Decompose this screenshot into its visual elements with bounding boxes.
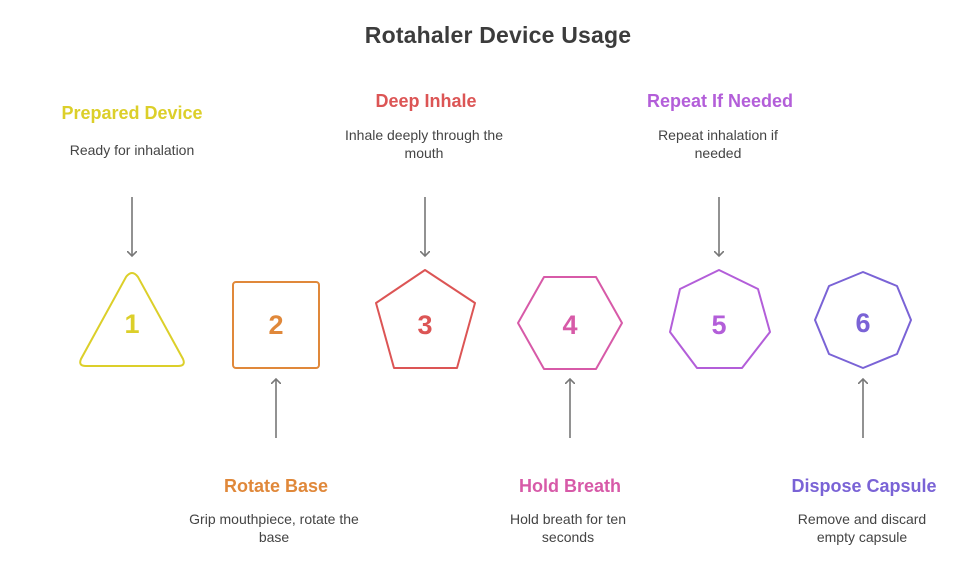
step-6-number: 6: [855, 308, 870, 338]
step-1-description: Ready for inhalation: [69, 142, 195, 158]
step-4-number: 4: [562, 310, 577, 340]
heptagon-icon: [669, 269, 771, 369]
step-1-heading: Prepared Device: [61, 103, 203, 123]
step-3-node: 3: [375, 269, 476, 369]
step-4-description: Hold breath for ten seconds: [510, 511, 626, 545]
step-5-node: 5: [669, 269, 771, 369]
hexagon-icon: [517, 276, 623, 370]
step-5-description: Repeat inhalation if needed: [658, 127, 778, 161]
pentagon-icon: [375, 269, 476, 369]
step-1-node: 1: [79, 272, 185, 367]
step-3-heading: Deep Inhale: [375, 91, 477, 111]
step-4-node: 4: [517, 276, 623, 370]
step-6-heading: Dispose Capsule: [791, 476, 937, 496]
octagon-icon: [814, 271, 912, 369]
triangle-icon: [79, 272, 185, 367]
step-2-heading: Rotate Base: [223, 476, 329, 496]
step-1-number: 1: [124, 309, 139, 339]
step-6-node: 6: [814, 271, 912, 369]
square-icon: [232, 281, 320, 369]
step-3-number: 3: [417, 310, 432, 340]
step-2-description: Grip mouthpiece, rotate the base: [189, 511, 359, 545]
step-3-description: Inhale deeply through the mouth: [344, 127, 503, 161]
step-5-heading: Repeat If Needed: [646, 91, 794, 111]
step-4-heading: Hold Breath: [518, 476, 621, 496]
step-6-description: Remove and discard empty capsule: [797, 511, 927, 545]
step-2-node: 2: [232, 281, 320, 369]
diagram-title: Rotahaler Device Usage: [364, 22, 632, 48]
step-2-number: 2: [268, 310, 283, 340]
step-5-number: 5: [711, 310, 726, 340]
